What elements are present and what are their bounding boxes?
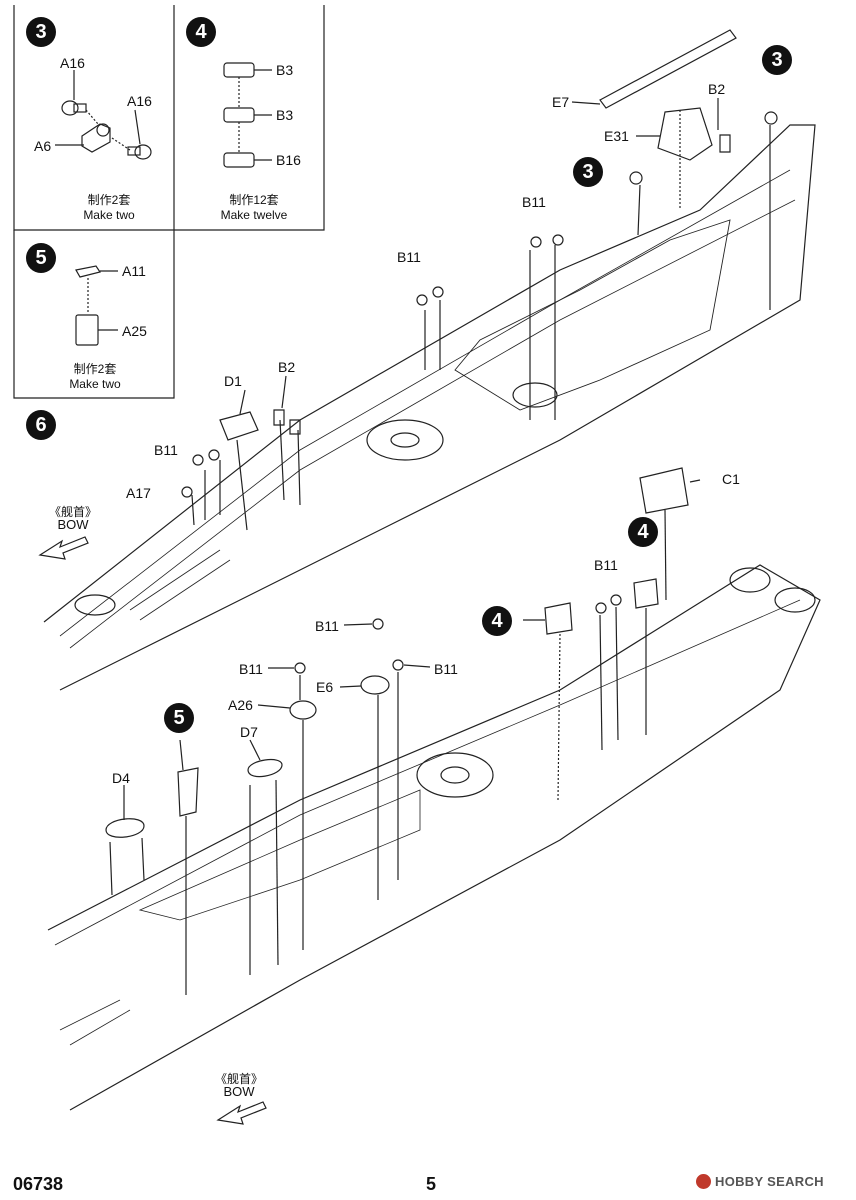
label-b11: B11	[315, 618, 339, 634]
step5-caption-cn: 制作2套	[73, 362, 117, 376]
callout-step3: 3	[573, 157, 603, 187]
label-a25: A25	[122, 323, 147, 339]
callout-step4: 4	[628, 517, 658, 547]
label-d7: D7	[240, 724, 258, 740]
bow-label-cn: 《舰首》	[48, 505, 97, 519]
step3-badge: 3	[26, 17, 56, 47]
step5-parts	[75, 265, 118, 346]
label-b2: B2	[708, 81, 726, 97]
step3-caption-cn: 制作2套	[87, 193, 131, 207]
label-c1: C1	[722, 471, 740, 487]
bow-arrows	[38, 536, 267, 1125]
label-d4: D4	[112, 770, 130, 786]
label-b11: B11	[239, 661, 263, 677]
label-e31: E31	[604, 128, 629, 144]
label-b11: B11	[522, 194, 546, 210]
step4-parts	[223, 62, 272, 168]
label-a16: A16	[127, 93, 152, 109]
bow-label-en: BOW	[57, 517, 89, 532]
step4-badge: 4	[186, 17, 216, 47]
label-e6: E6	[316, 679, 334, 695]
step4-caption-cn: 制作12套	[229, 193, 279, 207]
label-a17: A17	[126, 485, 151, 501]
step3-caption-en: Make two	[83, 208, 135, 222]
label-b3: B3	[276, 62, 294, 78]
label-b11: B11	[397, 249, 421, 265]
step4-caption-en: Make twelve	[220, 208, 288, 222]
label-b11: B11	[154, 442, 178, 458]
bow-label-cn: 《舰首》	[214, 1072, 263, 1086]
label-a11: A11	[122, 263, 146, 279]
bow-label-en: BOW	[223, 1084, 255, 1099]
step5-badge: 5	[26, 243, 56, 273]
watermark: HOBBY SEARCH	[696, 1174, 824, 1189]
label-b16: B16	[276, 152, 301, 168]
watermark-text: HOBBY SEARCH	[715, 1174, 824, 1189]
label-e7: E7	[552, 94, 570, 110]
label-b3: B3	[276, 107, 294, 123]
label-a26: A26	[228, 697, 253, 713]
watermark-logo-icon	[696, 1174, 711, 1189]
label-b2: B2	[278, 359, 296, 375]
callout-step3: 3	[762, 45, 792, 75]
kit-code: 06738	[13, 1174, 64, 1194]
label-a6: A6	[34, 138, 52, 154]
callout-step5: 5	[164, 703, 194, 733]
label-d1: D1	[224, 373, 242, 389]
upper-hull	[43, 29, 816, 691]
label-b11: B11	[434, 661, 458, 677]
step6-badge: 6	[26, 410, 56, 440]
label-a16: A16	[60, 55, 85, 71]
page-number: 5	[426, 1174, 437, 1194]
step5-caption-en: Make two	[69, 377, 121, 391]
lower-hull	[47, 564, 821, 1111]
panel-border-steps-3-4	[13, 5, 325, 231]
label-b11: B11	[594, 557, 618, 573]
callout-step4: 4	[482, 606, 512, 636]
panel-border-step-5	[13, 230, 175, 399]
step3-parts	[55, 70, 152, 160]
